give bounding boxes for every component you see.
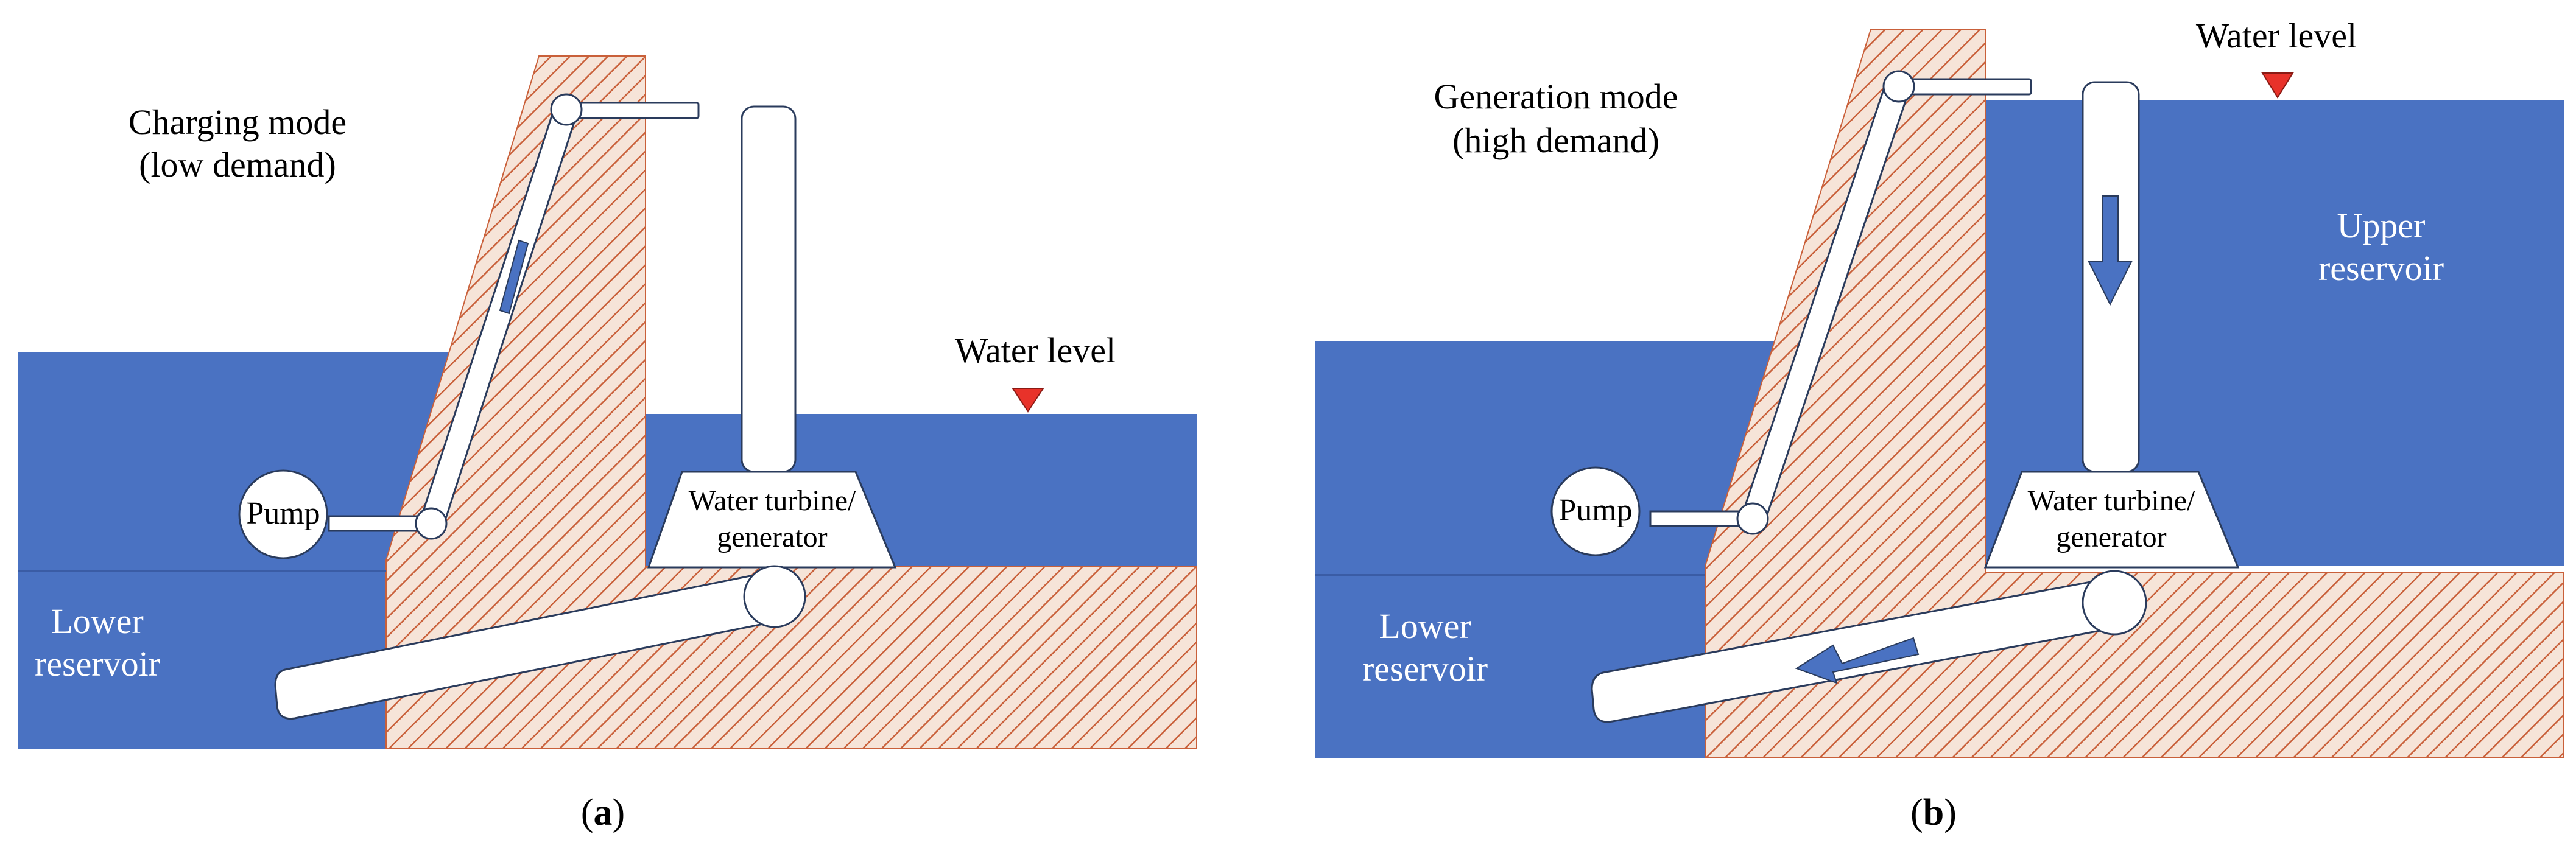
mode-label-line2: (high demand) [1452,121,1659,160]
turbine-label-line1: Water turbine/ [689,485,856,517]
lower-reservoir-label-line1: Lower [51,601,143,641]
panel-b: Pump Water turbine/ generator Generation… [1315,16,2564,833]
water-level-marker [2261,72,2294,99]
top-pipe-joint [1882,70,1915,103]
panel-a: Pump Water turbine/ generator Charging m… [18,55,1197,833]
pump-pipe-joint [1736,502,1769,535]
pump-label: Pump [246,496,320,531]
pump-pipe [328,515,432,532]
caption-b: (b) [1910,792,1957,833]
lower-reservoir-label-line1: Lower [1379,606,1471,646]
pump [238,469,328,559]
mode-label-line2: (low demand) [139,145,336,184]
turbine-joint [743,565,806,628]
lower-reservoir-water [1315,341,1778,758]
water-level-label: Water level [955,331,1116,370]
turbine [647,471,897,569]
mode-label-line1: Generation mode [1434,77,1678,116]
flow-arrow-left [1795,637,1920,684]
top-outlet-pipe [1896,78,2032,96]
turbine-label-line1: Water turbine/ [2028,485,2195,517]
pump-label: Pump [1558,493,1632,528]
turbine [1983,471,2240,569]
pump-pipe-joint [415,507,448,540]
vertical-shaft [741,105,797,473]
upper-reservoir-label-line1: Upper [2337,206,2426,245]
top-outlet-pipe [562,102,700,119]
top-pipe-joint [550,93,583,126]
turbine-label-line2: generator [2056,521,2166,553]
bottom-pipe [1591,577,2121,723]
caption-a: (a) [581,792,625,833]
pump [1550,466,1641,556]
turbine-label-line2: generator [717,521,827,553]
lower-reservoir-label-line2: reservoir [1362,649,1488,688]
mode-label-line1: Charging mode [128,102,347,142]
flow-arrow-up [499,239,529,315]
water-level-label: Water level [2196,16,2357,55]
bottom-pipe [274,571,779,720]
upper-reservoir-label-line2: reservoir [2318,248,2444,288]
dam-body [1705,29,2564,758]
dam-body [385,55,1197,749]
lower-reservoir-label-line2: reservoir [35,644,160,684]
turbine-joint [2082,570,2147,636]
lower-reservoir-water [18,352,449,749]
water-level-marker [1012,388,1044,413]
flow-arrow-down [2088,195,2133,306]
